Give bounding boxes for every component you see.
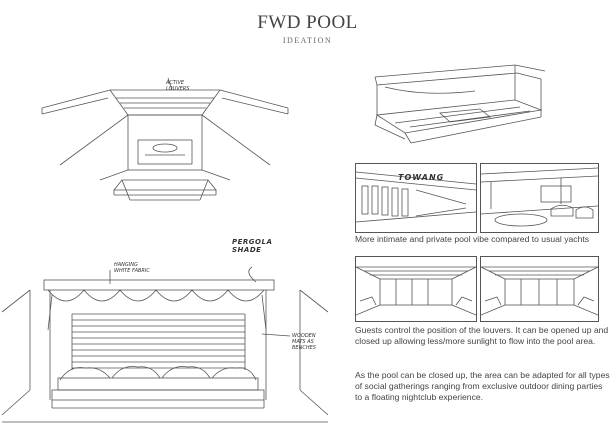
social-caption: As the pool can be closed up, the area c… bbox=[355, 370, 610, 402]
louvers-b-drawing bbox=[481, 266, 598, 316]
ceiling-perspective-sketch bbox=[41, 77, 289, 201]
louvers-caption: Guests control the position of the louve… bbox=[355, 325, 609, 346]
louvers-note: ACTIVE LOUVERS bbox=[166, 80, 190, 92]
louvers-sketch-b bbox=[480, 256, 599, 322]
page-title: FWD POOL bbox=[257, 12, 358, 33]
louvers-sketch-a bbox=[355, 256, 477, 322]
vibe-caption: More intimate and private pool vibe comp… bbox=[355, 234, 590, 244]
interior-panel-drawing bbox=[356, 171, 476, 223]
louvers-a-drawing bbox=[356, 266, 476, 316]
mats-note: WOODEN MATS AS BENCHES bbox=[292, 333, 316, 351]
signage-text: TOWANG bbox=[398, 173, 445, 182]
pool-interior-panel-drawing bbox=[481, 167, 598, 227]
yacht-pool-deck-sketch bbox=[374, 64, 546, 144]
page-subtitle: IDEATION bbox=[282, 36, 333, 45]
pool-interior-sketch bbox=[480, 163, 599, 233]
fabric-note: HANGING WHITE FABRIC bbox=[114, 262, 150, 274]
pergola-note: PERGOLA SHADE bbox=[232, 238, 273, 254]
pergola-sketch bbox=[1, 266, 329, 423]
interior-sketch-signage: TOWANG bbox=[355, 163, 477, 233]
